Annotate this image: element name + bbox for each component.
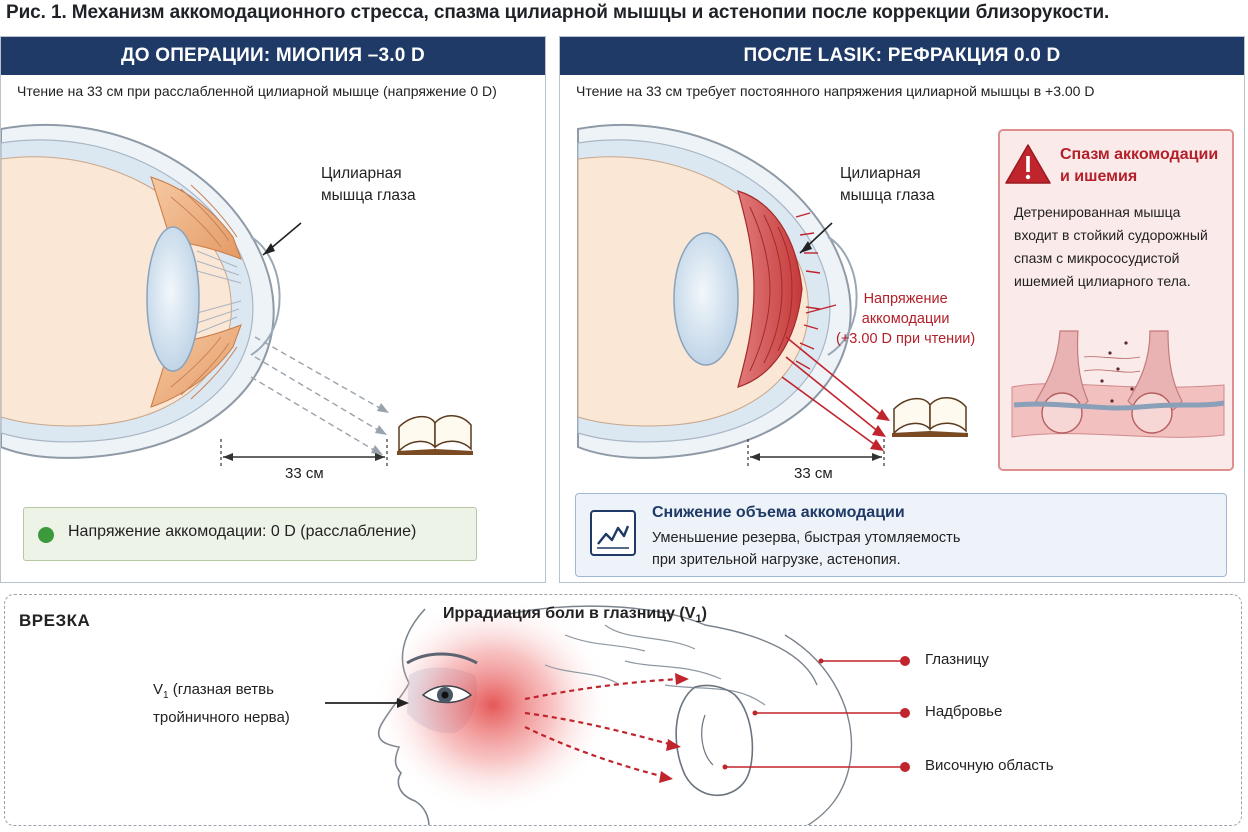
book-icon [892,397,968,437]
distance-label-before: 33 см [285,465,324,482]
accommodation-reduction-box: Снижение объема аккомодации Уменьшение р… [575,493,1227,577]
panel-subtitle-before: Чтение на 33 см при расслабленной цилиар… [17,83,497,99]
accommodation-tension-label: Напряжение аккомодации (+3.00 D при чтен… [836,291,976,347]
reduction-description: Уменьшение резерва, быстрая утомляемость… [652,530,961,568]
panel-subtitle-after: Чтение на 33 см требует постоянного напр… [576,83,1095,99]
inset-label: ВРЕЗКА [19,611,91,630]
distance-label-after: 33 см [794,465,833,482]
panel-before-surgery: ДО ОПЕРАЦИИ: МИОПИЯ –3.0 D Чтение на 33 … [0,36,546,583]
ciliary-muscle-label-after: Цилиарная мышца глаза [840,165,935,204]
target-brow-label: Надбровье [925,703,1003,720]
spasm-box-art [1005,144,1225,438]
trigeminal-v1-label: V1 (глазная ветвь тройничного нерва) [153,681,290,726]
ciliary-muscle-label-before: Цилиарная мышца глаза [321,165,416,204]
reduction-title: Снижение объема аккомодации [652,504,905,521]
spasm-ischemia-box: Спазм аккомодации и ишемия Детренированн… [998,129,1234,471]
accommodation-status-text: Напряжение аккомодации: 0 D (расслаблени… [68,523,417,540]
book-icon [397,415,473,455]
spasm-title: Спазм аккомодации и ишемия [1060,146,1219,185]
panel-header-before: ДО ОПЕРАЦИИ: МИОПИЯ –3.0 D [1,37,545,75]
figure-title: Рис. 1. Механизм аккомодационного стресс… [6,2,1110,23]
target-orbit-label: Глазницу [925,651,989,668]
panel-header-after: ПОСЛЕ LASIK: РЕФРАКЦИЯ 0.0 D [560,37,1244,75]
vessel-ischemia-illustration [1011,330,1225,438]
eye-diagram-relaxed [1,124,473,469]
inset-pain-irradiation: ВРЕЗКА Иррадиация боли в глазницу (V1) V… [4,594,1242,826]
warning-icon [1005,144,1051,184]
inset-title: Иррадиация боли в глазницу (V1) [443,605,707,626]
panel-after-lasik: ПОСЛЕ LASIK: РЕФРАКЦИЯ 0.0 D Чтение на 3… [559,36,1245,583]
target-temporal-label: Височную область [925,757,1054,774]
declining-chart-icon [590,510,636,556]
head-profile-diagram [325,595,910,825]
accommodation-status-box: Напряжение аккомодации: 0 D (расслаблени… [23,507,477,561]
status-dot-icon [38,527,54,543]
target-marker-icon [722,656,910,772]
eye-diagram-strained [577,124,968,469]
spasm-description: Детренированная мышца входит в стойкий с… [1014,204,1208,289]
